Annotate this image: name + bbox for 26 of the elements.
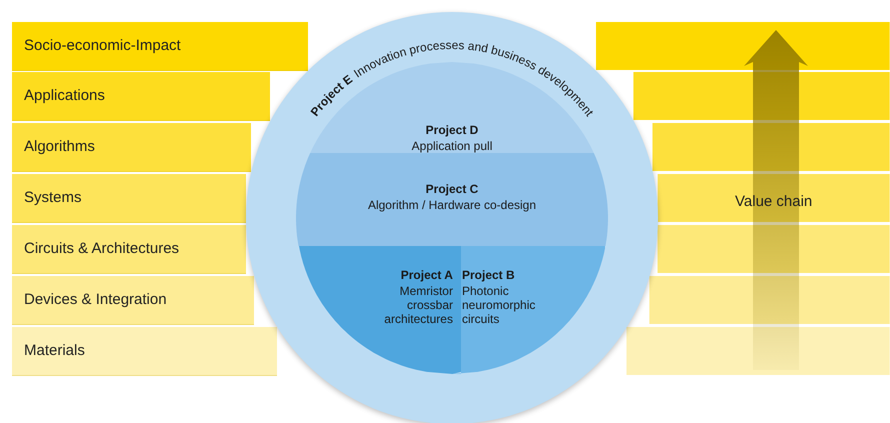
layer-label: Systems bbox=[24, 189, 82, 206]
layer-label: Devices & Integration bbox=[24, 291, 167, 308]
project-title: Project D bbox=[424, 123, 480, 137]
layer-label: Materials bbox=[24, 342, 85, 359]
layer-label: Algorithms bbox=[24, 138, 95, 155]
project-title: Project A bbox=[400, 268, 453, 282]
project-description: Photonic neuromorphic circuits bbox=[462, 284, 536, 326]
layer-label: Circuits & Architectures bbox=[24, 240, 180, 257]
project-segment bbox=[452, 246, 606, 374]
layer-band bbox=[12, 22, 308, 71]
layer-band bbox=[12, 174, 246, 223]
project-segment bbox=[296, 153, 608, 246]
project-description: Memristor crossbar architectures bbox=[383, 284, 453, 326]
layer-band bbox=[12, 225, 246, 274]
project-segment bbox=[298, 246, 461, 374]
project-title: Project C bbox=[424, 182, 480, 196]
project-description: Application pull bbox=[410, 139, 494, 153]
project-title: Project B bbox=[462, 268, 516, 282]
layer-band bbox=[12, 327, 278, 376]
layer-band bbox=[12, 123, 252, 172]
layer-band bbox=[12, 72, 270, 121]
arrow-label: Value chain bbox=[735, 193, 812, 210]
layer-label: Applications bbox=[24, 87, 105, 104]
layer-band bbox=[12, 276, 254, 325]
layer-label: Socio-economic-Impact bbox=[24, 37, 181, 54]
project-description: Algorithm / Hardware co-design bbox=[366, 198, 538, 212]
